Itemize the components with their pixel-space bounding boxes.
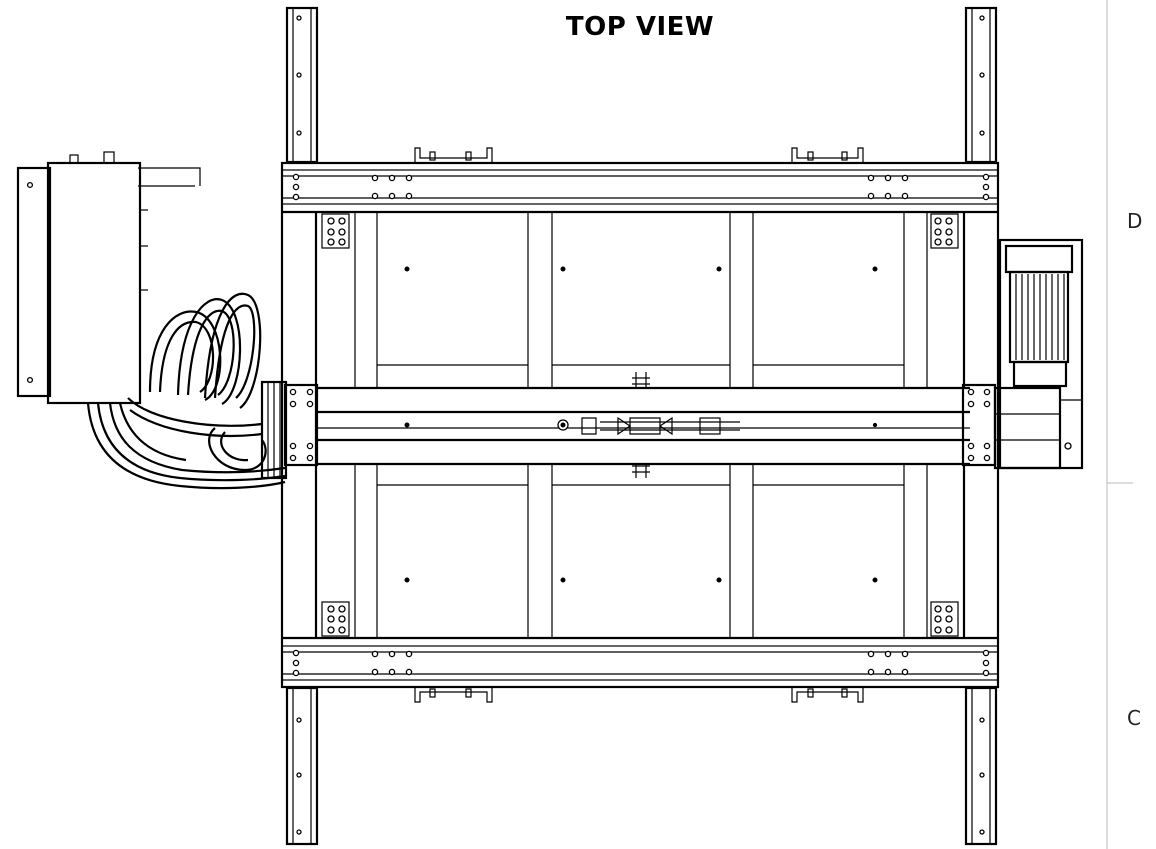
control-box [16,151,201,405]
cross-beam-top [281,169,999,205]
cross-beam-bottom [281,645,999,681]
gantry-end-plate-left [283,383,319,467]
rail-clips [632,372,650,478]
leg-post-top-left [285,6,319,164]
zone-label-d: D [1127,209,1143,233]
view-title: TOP VIEW [565,12,715,42]
cable-coils [86,292,288,490]
motor-assembly [993,238,1084,470]
corner-plates [321,213,959,637]
zone-label-c: C [1127,706,1141,730]
leg-post-top-right [964,6,998,164]
frame-border [1106,0,1133,849]
clamp-brackets [414,147,864,703]
leg-post-bottom-right [964,686,998,846]
gantry-beam [316,386,971,466]
leg-post-bottom-left [285,686,319,846]
